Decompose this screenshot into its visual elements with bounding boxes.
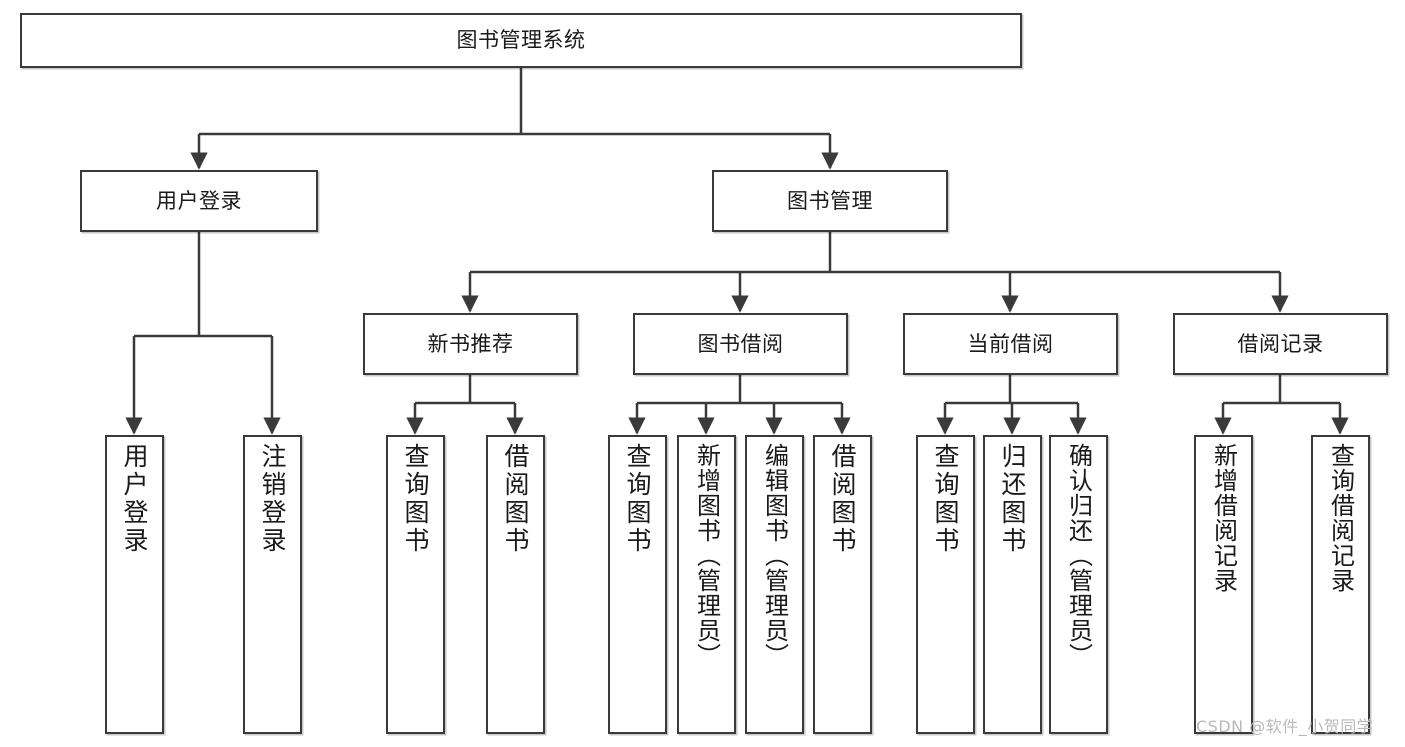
leaf-new-book-borrow-books[interactable]: 借阅图书: [486, 435, 545, 734]
node-book-management[interactable]: 图书管理: [712, 170, 948, 232]
node-user-login[interactable]: 用户登录: [80, 170, 318, 232]
leaf-borrow-record-query-record[interactable]: 查询借阅记录: [1311, 435, 1370, 734]
node-label: 用户登录: [120, 443, 149, 555]
node-label: 借阅图书: [828, 443, 857, 555]
node-label: 新增图书（管理员）: [692, 443, 721, 668]
leaf-borrow-record-add-record[interactable]: 新增借阅记录: [1194, 435, 1253, 734]
node-label: 注销登录: [258, 443, 287, 555]
node-new-book-recommend[interactable]: 新书推荐: [363, 313, 578, 375]
node-book-borrowing[interactable]: 图书借阅: [633, 313, 848, 375]
leaf-new-book-query-books[interactable]: 查询图书: [386, 435, 445, 734]
leaf-book-borrow-query-books[interactable]: 查询图书: [608, 435, 667, 734]
node-label: 当前借阅: [967, 331, 1054, 356]
node-label: 借阅图书: [501, 443, 530, 555]
node-label: 查询借阅记录: [1326, 443, 1355, 593]
leaf-user-login-logout[interactable]: 注销登录: [243, 435, 302, 734]
leaf-book-borrow-add-book-admin[interactable]: 新增图书（管理员）: [677, 435, 736, 734]
node-label: 借阅记录: [1237, 331, 1324, 356]
node-label: 查询图书: [623, 443, 652, 555]
node-label: 查询图书: [401, 443, 430, 555]
node-label: 图书管理: [787, 188, 873, 213]
node-label: 新增借阅记录: [1209, 443, 1238, 593]
leaf-current-borrow-confirm-return-admin[interactable]: 确认归还（管理员）: [1049, 435, 1108, 734]
node-current-borrowing[interactable]: 当前借阅: [903, 313, 1118, 375]
node-label: 归还图书: [998, 443, 1027, 555]
leaf-current-borrow-return-books[interactable]: 归还图书: [983, 435, 1042, 734]
node-label: 查询图书: [931, 443, 960, 555]
node-label: 图书借阅: [697, 331, 784, 356]
node-label: 图书管理系统: [456, 28, 586, 53]
node-label: 编辑图书（管理员）: [760, 443, 789, 668]
node-label: 新书推荐: [427, 331, 514, 356]
node-borrowing-record[interactable]: 借阅记录: [1173, 313, 1388, 375]
leaf-user-login-login[interactable]: 用户登录: [105, 435, 164, 734]
leaf-book-borrow-borrow-books[interactable]: 借阅图书: [813, 435, 872, 734]
node-label: 确认归还（管理员）: [1064, 443, 1093, 668]
leaf-current-borrow-query-books[interactable]: 查询图书: [916, 435, 975, 734]
node-root-book-management-system[interactable]: 图书管理系统: [20, 13, 1022, 68]
node-label: 用户登录: [156, 188, 242, 213]
leaf-book-borrow-edit-book-admin[interactable]: 编辑图书（管理员）: [745, 435, 804, 734]
csdn-watermark: CSDN @软件_小贺同学: [1196, 717, 1374, 736]
